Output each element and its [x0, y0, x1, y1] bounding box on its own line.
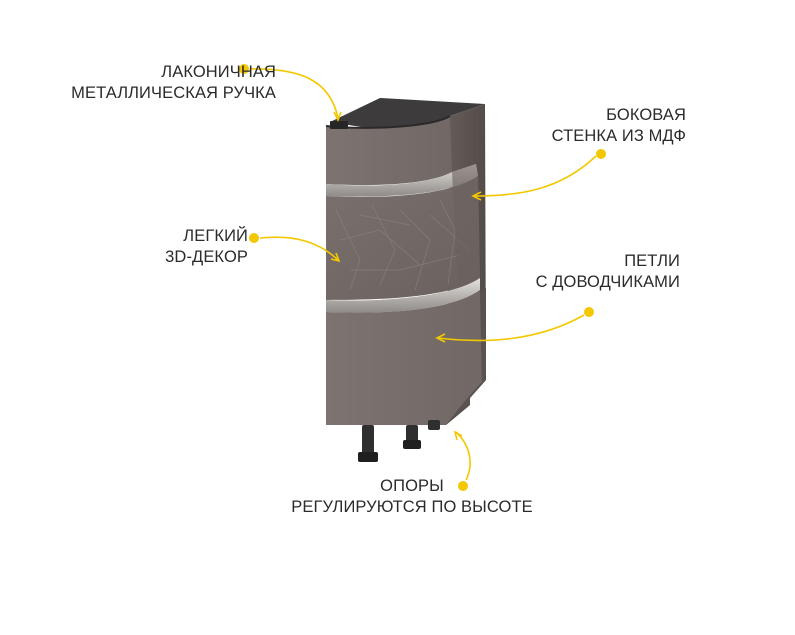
adjustable-legs — [358, 420, 440, 462]
callout-side-line1: БОКОВАЯ — [606, 106, 686, 124]
callout-hinges-line1: ПЕТЛИ — [624, 252, 680, 270]
callout-legs-line2: РЕГУЛИРУЮТСЯ ПО ВЫСОТЕ — [291, 498, 533, 516]
decor-panel — [326, 176, 480, 300]
leader-arrow-icon — [259, 236, 339, 261]
callout-dot-icon — [584, 307, 594, 317]
callout-dot-icon — [458, 481, 468, 491]
leader-arrow-icon — [473, 155, 597, 197]
callout-handle-line1: ЛАКОНИЧНАЯ — [161, 63, 276, 81]
callout-legs: ОПОРЫ РЕГУЛИРУЮТСЯ ПО ВЫСОТЕ — [262, 476, 562, 518]
cabinet-front-upper — [326, 116, 452, 186]
callout-decor: ЛЕГКИЙ 3D-ДЕКОР — [118, 226, 248, 268]
leader-arrow-icon — [455, 431, 471, 481]
handle-strip-upper — [326, 164, 478, 197]
callout-side-line2: СТЕНКА ИЗ МДФ — [551, 127, 686, 145]
decor-side — [452, 164, 480, 288]
callout-dot-icon — [239, 64, 249, 74]
cabinet-side-lower — [446, 288, 486, 425]
callout-legs-line1: ОПОРЫ — [380, 477, 444, 495]
callout-leaders — [239, 64, 606, 491]
callout-hinges: ПЕТЛИ С ДОВОДЧИКАМИ — [500, 251, 680, 293]
callout-hinges-line2: С ДОВОДЧИКАМИ — [535, 273, 680, 291]
callout-dot-icon — [249, 233, 259, 243]
metal-handle — [330, 121, 348, 129]
callout-handle-line2: МЕТАЛЛИЧЕСКАЯ РУЧКА — [71, 84, 276, 102]
callout-handle: ЛАКОНИЧНАЯ МЕТАЛЛИЧЕСКАЯ РУЧКА — [38, 62, 276, 104]
handle-strip-lower — [326, 278, 480, 313]
callout-decor-line2: 3D-ДЕКОР — [165, 248, 248, 266]
cabinet-top — [330, 98, 485, 130]
callout-side-panel: БОКОВАЯ СТЕНКА ИЗ МДФ — [510, 105, 686, 147]
callout-dot-icon — [596, 149, 606, 159]
cabinet — [325, 98, 486, 425]
leader-arrow-icon — [249, 68, 339, 119]
callout-decor-line1: ЛЕГКИЙ — [183, 227, 248, 245]
leader-arrow-icon — [437, 314, 585, 342]
cabinet-front-lower — [326, 290, 482, 425]
